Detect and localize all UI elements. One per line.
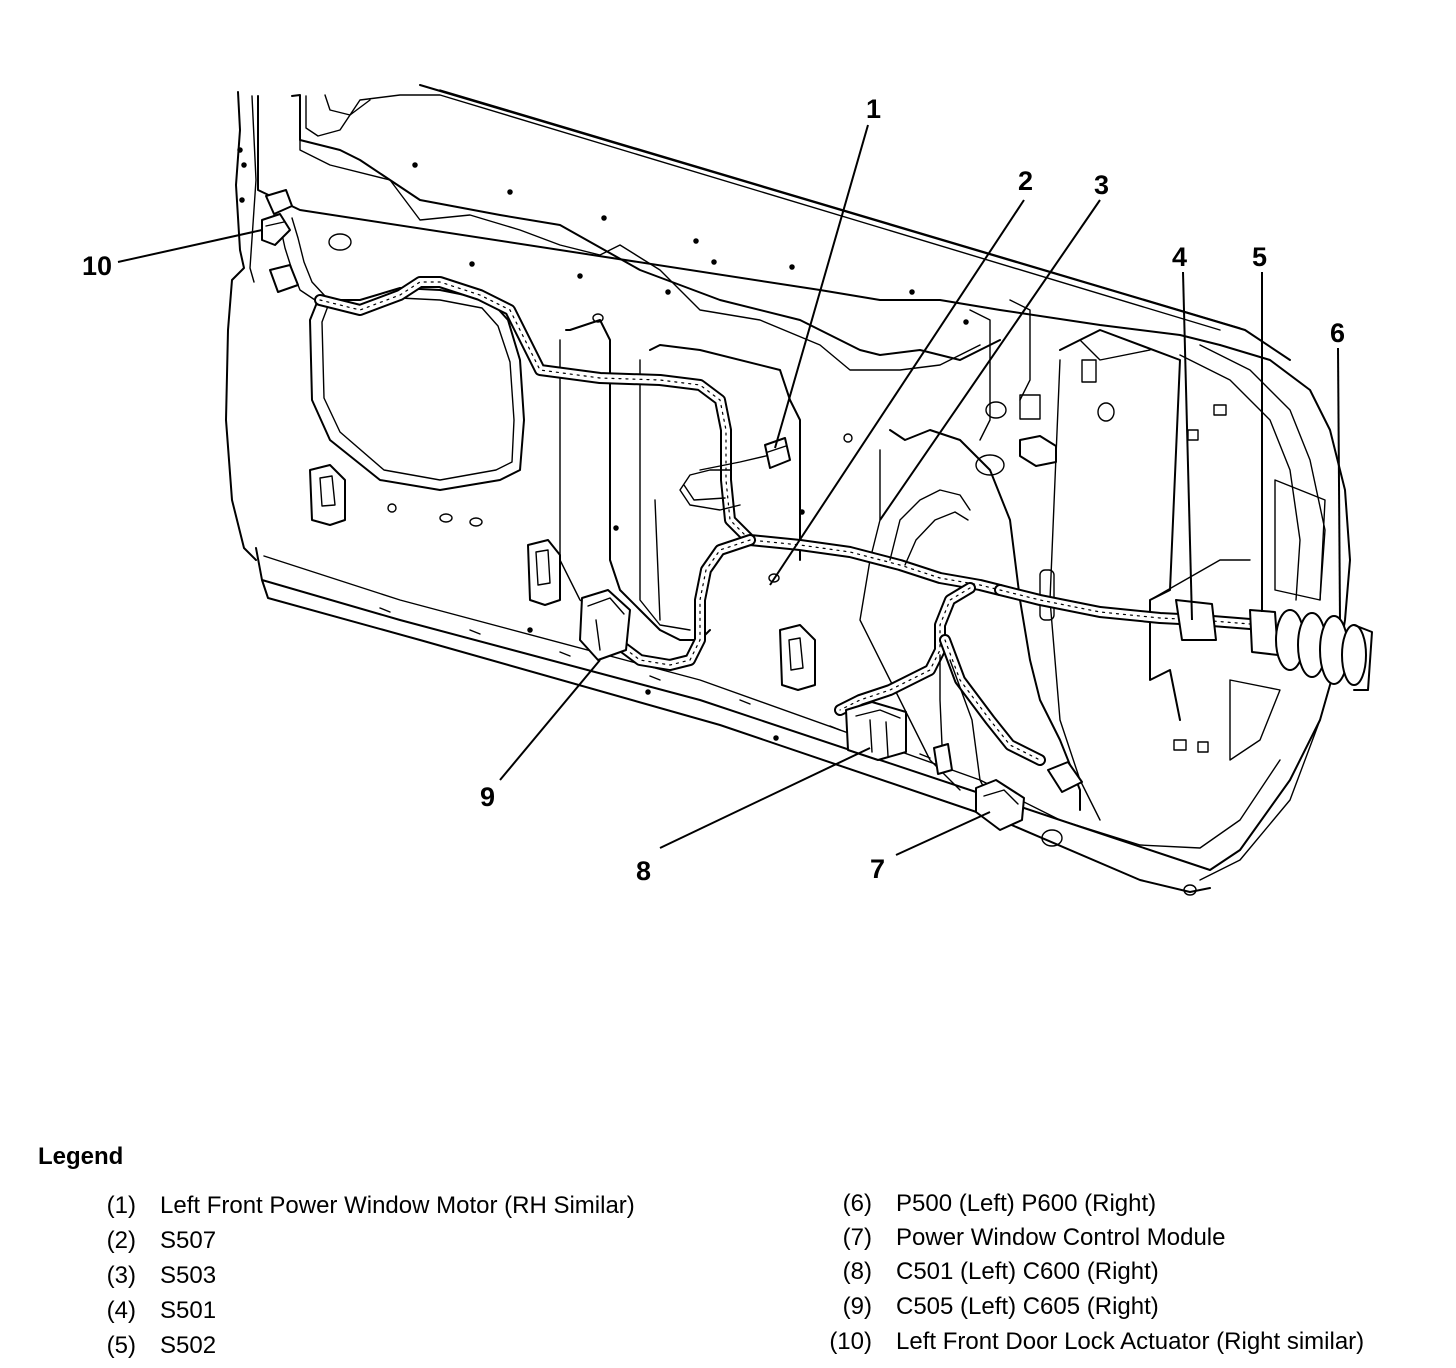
legend-item-2: (2) S507 [107, 1226, 217, 1256]
legend-item-text: P500 (Left) P600 (Right) [896, 1190, 1157, 1217]
power-window-control-module-connector [933, 435, 1083, 831]
callout-5: 5 [1252, 242, 1267, 272]
callout-2: 2 [1018, 166, 1033, 196]
callout-8: 8 [636, 856, 651, 886]
legend-item-3: (3) S503 [107, 1261, 217, 1291]
legend-item-1: (1) Left Front Power Window Motor (RH Si… [107, 1191, 635, 1221]
c505-connector [579, 589, 631, 661]
legend-item-number: (9) [842, 1293, 872, 1320]
legend-item-text: Left Front Door Lock Actuator (Right sim… [896, 1328, 1365, 1355]
door-lock-actuator-connector [261, 189, 299, 293]
legend-item-text: C501 (Left) C600 (Right) [896, 1258, 1159, 1285]
door-panel [225, 84, 1351, 896]
callout-10: 10 [82, 251, 112, 281]
legend-item-number: (4) [106, 1297, 136, 1324]
window-motor-connector [764, 437, 791, 469]
legend-item-text: C505 (Left) C605 (Right) [896, 1293, 1159, 1320]
legend-item-number: (8) [842, 1258, 872, 1285]
legend-item-9: (9) C505 (Left) C605 (Right) [843, 1292, 1159, 1322]
legend-item-text: S502 [160, 1332, 217, 1359]
callout-7: 7 [870, 854, 885, 884]
grommet-p500 [1175, 599, 1373, 691]
wiring-harness [279, 217, 1256, 801]
legend-item-number: (7) [842, 1224, 872, 1251]
legend-item-number: (3) [106, 1262, 136, 1289]
legend-item-7: (7) Power Window Control Module [843, 1223, 1226, 1253]
leader-lines [117, 124, 1341, 856]
legend-item-text: S501 [160, 1297, 217, 1324]
legend-item-number: (1) [106, 1192, 136, 1219]
callout-9: 9 [480, 782, 495, 812]
legend-item-number: (6) [842, 1190, 872, 1217]
c501-connector [845, 701, 907, 761]
legend-item-number: (5) [106, 1332, 136, 1359]
legend-item-text: S503 [160, 1262, 217, 1289]
legend-item-8: (8) C501 (Left) C600 (Right) [843, 1257, 1159, 1287]
callout-6: 6 [1330, 318, 1345, 348]
callout-labels: 1 2 3 4 5 6 7 8 9 10 [82, 94, 1345, 886]
callout-3: 3 [1094, 170, 1109, 200]
callout-1: 1 [866, 94, 881, 124]
panel-dots [237, 147, 969, 741]
legend-item-10: (10) Left Front Door Lock Actuator (Righ… [829, 1327, 1365, 1357]
legend-title: Legend [38, 1143, 124, 1170]
legend-item-4: (4) S501 [107, 1296, 217, 1326]
legend-item-6: (6) P500 (Left) P600 (Right) [843, 1189, 1157, 1219]
legend-item-text: Left Front Power Window Motor (RH Simila… [160, 1192, 635, 1219]
legend-item-number: (2) [106, 1227, 136, 1254]
legend-item-number: (10) [829, 1328, 872, 1355]
callout-4: 4 [1172, 242, 1187, 272]
legend-item-text: Power Window Control Module [896, 1224, 1226, 1251]
legend-item-5: (5) S502 [107, 1331, 217, 1361]
legend-item-text: S507 [160, 1227, 217, 1254]
